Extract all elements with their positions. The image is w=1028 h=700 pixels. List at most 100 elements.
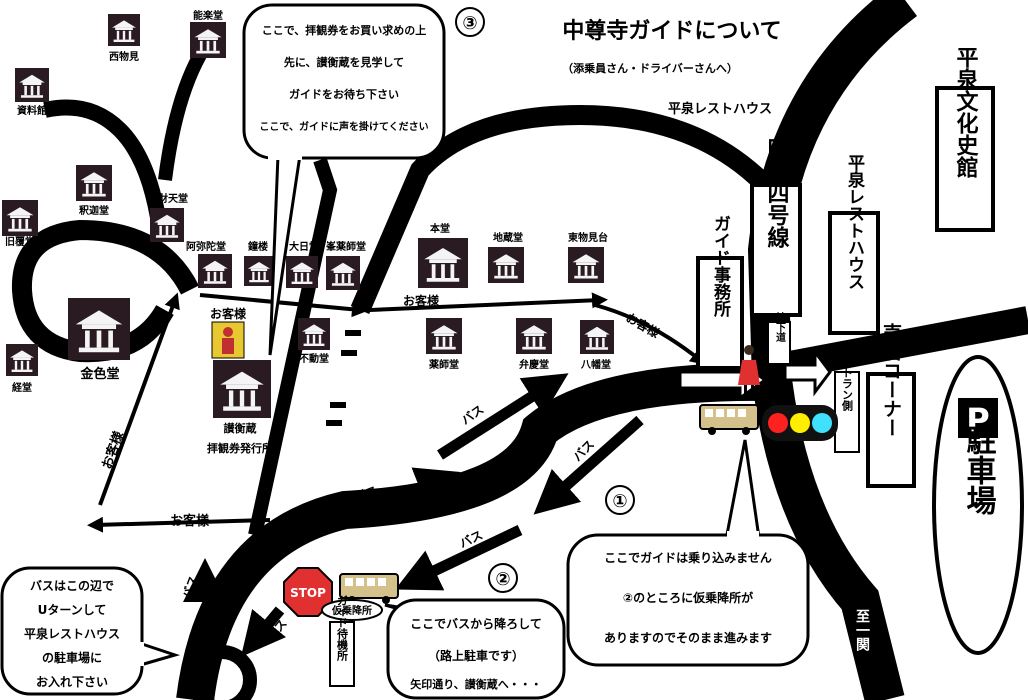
hall-hondo: 本堂	[418, 222, 468, 288]
traffic-light	[762, 405, 838, 441]
label-okyaku-5: お客様	[99, 428, 128, 471]
svg-text:P: P	[966, 401, 989, 439]
svg-text:ありますのでそのまま進みます: ありますのでそのまま進みます	[604, 630, 772, 645]
label-bus-5: バス	[180, 574, 201, 601]
hall-benkeido: 弁慶堂	[516, 318, 552, 371]
hall-nogakudo: 能楽堂	[190, 9, 226, 58]
svg-text:平泉レストハウス: 平泉レストハウス	[844, 154, 866, 290]
sign-baiten: 売店コーナー	[866, 322, 916, 488]
svg-text:ここでガイドは乗り込みません: ここでガイドは乗り込みません	[604, 550, 772, 565]
svg-text:ガイド事務所: ガイド事務所	[710, 215, 731, 318]
kari-kousho-label: 仮乗降所	[321, 599, 383, 621]
svg-text:ここで、拝観券をお買い求めの上: ここで、拝観券をお買い求めの上	[262, 23, 427, 37]
svg-text:駐車場: 駐車場	[961, 425, 997, 515]
svg-text:お入れ下さい: お入れ下さい	[36, 675, 108, 689]
svg-text:矢印通り、讃衡蔵へ・・・: 矢印通り、讃衡蔵へ・・・	[410, 677, 542, 691]
hall-higashimonomi: 東物見台	[568, 231, 608, 283]
hall-shiryokan: 資料館	[15, 68, 49, 117]
svg-text:旧覆堂: 旧覆堂	[5, 235, 35, 248]
svg-text:阿弥陀堂: 阿弥陀堂	[186, 240, 226, 253]
restaurant-label: 平泉レストハウス	[668, 101, 772, 117]
svg-text:②: ②	[495, 569, 510, 590]
map-subtitle: （添乗員さん・ドライバーさんへ）	[562, 61, 738, 75]
bus-stop-bus-icon	[339, 573, 399, 604]
arrows	[87, 292, 707, 533]
svg-text:経堂: 経堂	[12, 381, 32, 394]
svg-text:の駐車場に: の駐車場に	[42, 650, 102, 665]
svg-text:平泉レストハウス: 平泉レストハウス	[24, 626, 120, 641]
svg-text:仮乗降所: 仮乗降所	[331, 604, 372, 617]
hall-shakado: 釈迦堂	[76, 165, 112, 217]
svg-text:ここでバスから降ろして: ここでバスから降ろして	[410, 616, 542, 631]
hall-amidado: 阿弥陀堂	[186, 240, 232, 288]
svg-text:弁財天堂: 弁財天堂	[148, 192, 188, 205]
hall-fudodo: 不動堂	[298, 318, 330, 365]
label-okyaku-1: お客様	[210, 306, 247, 321]
sign-restaurant-side: レストラン側	[834, 345, 860, 453]
traffic-light-lamp	[812, 413, 832, 433]
hall-kyuoido: 旧覆堂	[2, 200, 38, 248]
bus-arrows	[183, 373, 644, 657]
hall-hachimando: 八幡堂	[580, 320, 614, 371]
road-nishimonomi	[43, 99, 168, 232]
stop-sign: STOP	[283, 567, 333, 617]
svg-text:Uターンして: Uターンして	[38, 603, 107, 617]
road-upper	[350, 104, 778, 314]
hall-jizodo: 地蔵堂	[488, 231, 524, 283]
svg-text:売店コーナー: 売店コーナー	[880, 322, 902, 437]
hall-minephakushido: 峯薬師堂	[325, 240, 366, 290]
sign-kokudo4: 国道四号線	[750, 138, 802, 317]
sign-bunka-shikan: 平泉文化史館	[935, 46, 995, 232]
svg-text:ガイド待機所: ガイド待機所	[336, 595, 350, 662]
map-title: 中尊寺ガイドについて	[562, 18, 781, 44]
traffic-light-lamp	[768, 413, 788, 433]
svg-text:ここで、ガイドに声を掛けてください: ここで、ガイドに声を掛けてください	[259, 120, 428, 133]
svg-text:STOP: STOP	[290, 586, 326, 600]
road-right-branch	[787, 306, 1028, 379]
svg-text:国道四号線: 国道四号線	[764, 138, 790, 248]
svg-text:峯薬師堂: 峯薬師堂	[325, 240, 366, 253]
label-okyaku-2: お客様	[403, 293, 440, 308]
svg-text:（路上駐車です）: （路上駐車です）	[428, 648, 524, 663]
svg-text:バスはこの辺で: バスはこの辺で	[30, 579, 114, 593]
svg-text:平泉文化史館: 平泉文化史館	[953, 46, 979, 179]
svg-text:地蔵堂: 地蔵堂	[493, 231, 523, 244]
svg-text:拝観券発行所: 拝観券発行所	[207, 441, 273, 455]
svg-text:地下道: 地下道	[774, 311, 786, 343]
sign-rest-house: 平泉レストハウス	[828, 154, 880, 335]
svg-text:薬師堂: 薬師堂	[428, 358, 459, 371]
svg-text:②のところに仮乗降所が: ②のところに仮乗降所が	[623, 590, 753, 605]
balloon-1: ① ここでガイドは乗り込みません ②のところに仮乗降所が ありますのでそのまま進…	[566, 439, 810, 667]
svg-text:ガイドをお待ち下さい: ガイドをお待ち下さい	[289, 87, 399, 101]
road-nogakudo	[158, 51, 207, 181]
guide-person-icon	[211, 321, 245, 359]
hall-dainichido: 大日堂	[286, 240, 319, 288]
hall-benzaitendo: 弁財天堂	[148, 192, 188, 242]
balloon-2: ② ここでバスから降ろして （路上駐車です） 矢印通り、讃衡蔵へ・・・	[384, 563, 566, 700]
label-okyaku-4: お客様	[170, 513, 210, 529]
hall-yakushido: 薬師堂	[426, 318, 462, 371]
guide-woman-icon	[738, 345, 760, 393]
hall-nishimonomi: 西物見	[108, 14, 140, 63]
svg-text:③: ③	[462, 13, 477, 34]
svg-text:西物見: 西物見	[109, 50, 139, 63]
sign-guide-office: ガイド事務所	[696, 215, 744, 370]
svg-text:能楽堂: 能楽堂	[193, 9, 223, 22]
sign-chikadou: 地下道	[767, 311, 791, 365]
road-approach	[176, 362, 769, 700]
crosswalk	[326, 330, 361, 426]
sign-parking: P 駐車場	[932, 355, 1024, 655]
svg-text:釈迦堂: 釈迦堂	[79, 204, 109, 217]
balloon-uturn: バスはこの辺で Uターンして 平泉レストハウス の駐車場に お入れ下さい	[0, 566, 181, 696]
svg-text:東物見台: 東物見台	[568, 231, 608, 244]
hall-sankozo: 讃衡蔵 拝観券発行所	[207, 360, 273, 455]
hall-shoro: 鐘楼	[244, 240, 274, 286]
bus-icon	[699, 404, 759, 435]
svg-text:①: ①	[612, 491, 627, 512]
road-sankozo-path	[248, 157, 338, 537]
svg-text:資料館: 資料館	[17, 104, 47, 117]
hall-konjikido: 金色堂	[68, 298, 130, 382]
hall-kyodo: 経堂	[6, 344, 38, 394]
